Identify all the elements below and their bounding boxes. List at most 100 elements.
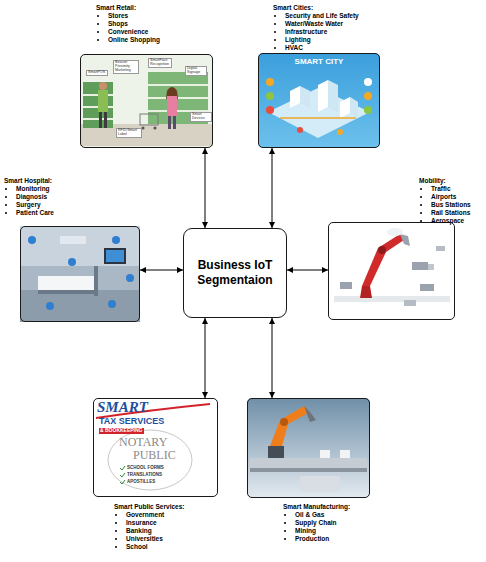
smart-city-illustration-part <box>300 86 310 108</box>
double-arrow <box>205 318 206 398</box>
segment-list: GovernmentInsuranceBankingUniversitiesSc… <box>114 511 184 551</box>
image-text: RFID/Smart Label <box>116 128 142 138</box>
hospital-illustration-part <box>112 236 120 244</box>
image-text: Digital Signage <box>185 66 207 76</box>
public-services-illustration-part <box>120 480 125 484</box>
hospital-illustration-part <box>20 290 140 322</box>
segment-item: Bus Stations <box>431 201 471 209</box>
image-text: APOSTILLES <box>127 480 155 485</box>
segment-caption: Smart Public Services:GovernmentInsuranc… <box>114 503 184 551</box>
mobility-illustration-part <box>420 284 434 291</box>
hub-box: Business IoT Segmentaion <box>183 228 287 318</box>
mobility-illustration <box>328 222 455 320</box>
manufacturing-illustration-part <box>250 468 367 472</box>
retail-illustration-part <box>140 114 158 125</box>
segment-item: Stores <box>108 12 160 20</box>
hospital-illustration-part <box>20 226 140 266</box>
hospital-illustration-part <box>104 248 126 264</box>
hub-title: Business IoT Segmentaion <box>197 258 272 288</box>
hospital-illustration-part <box>108 300 116 308</box>
segment-item: Government <box>126 511 184 519</box>
segment-item: Mining <box>295 527 350 535</box>
segment-item: Aerospace <box>431 217 471 225</box>
image-box: Smart Hospital:MonitoringDiagnosisSurger… <box>20 226 140 322</box>
segment-item: Infrastructure <box>285 28 359 36</box>
mobility-illustration-part <box>378 246 386 254</box>
retail-illustration-part <box>99 112 102 128</box>
segment-heading: Smart Public Services: <box>114 503 184 511</box>
segment-item: Oil & Gas <box>295 511 350 519</box>
double-arrow <box>272 318 273 398</box>
hospital-illustration-part <box>20 226 140 322</box>
segment-item: Supply Chain <box>295 519 350 527</box>
image-text: SMART CITY <box>258 58 380 67</box>
image-text: TAX SERVICES <box>99 417 164 427</box>
retail-illustration-part <box>99 82 107 90</box>
smart-city-illustration-part <box>290 86 300 108</box>
segment-item: Traffic <box>431 185 471 193</box>
segment-item: HVAC <box>285 44 359 52</box>
public-services-illustration <box>93 398 218 497</box>
retail-illustration-part <box>98 90 108 112</box>
segment-item: Monitoring <box>16 185 54 193</box>
mobility-illustration-part <box>428 264 434 270</box>
image-text: Beacon Proximity Marketing <box>113 60 139 74</box>
retail-illustration-part <box>173 116 176 129</box>
smart-city-illustration-part <box>350 97 358 118</box>
segment-item: School <box>126 543 184 551</box>
segment-list: MonitoringDiagnosisSurgeryPatient Care <box>4 185 54 217</box>
image-box: Smart Manufacturing:Oil & GasSupply Chai… <box>247 398 370 498</box>
smart-city-illustration-part <box>266 92 274 100</box>
segment-list: TrafficAirportsBus StationsRail Stations… <box>419 185 471 225</box>
mobility-illustration-part <box>387 228 403 236</box>
segment-caption: Smart Manufacturing:Oil & GasSupply Chai… <box>283 503 350 543</box>
manufacturing-illustration-part <box>268 446 284 458</box>
retail-illustration-part <box>167 96 177 116</box>
hospital-illustration-part <box>126 274 134 282</box>
mobility-illustration-part <box>334 296 450 302</box>
mobility-illustration-part <box>360 286 372 298</box>
segment-caption: Smart Hospital:MonitoringDiagnosisSurger… <box>4 177 54 217</box>
retail-illustration <box>80 54 213 148</box>
hospital-illustration-part <box>94 266 98 296</box>
public-services-illustration-part <box>108 430 192 490</box>
smart-city-illustration-part <box>266 106 274 114</box>
segment-heading: Smart Cities: <box>273 4 359 12</box>
hospital-illustration-part <box>38 290 94 294</box>
retail-illustration-part <box>83 118 113 120</box>
segment-item: Lighting <box>285 36 359 44</box>
smart-city-illustration-part <box>364 92 372 100</box>
segment-item: Rail Stations <box>431 209 471 217</box>
retail-illustration-part <box>80 54 213 148</box>
retail-illustration-part <box>83 82 113 128</box>
image-box: Mobility:TrafficAirportsBus StationsRail… <box>328 222 455 320</box>
segment-caption: Smart Cities:Security and Life SafetyWat… <box>273 4 359 52</box>
retail-illustration-part <box>148 84 208 86</box>
segment-item: Online Shopping <box>108 36 160 44</box>
image-text: & BOOKKEEPING <box>99 428 144 434</box>
segment-item: Patient Care <box>16 209 54 217</box>
segment-list: StoresShopsConvenienceOnline Shopping <box>96 12 160 44</box>
segment-item: Universities <box>126 535 184 543</box>
mobility-illustration-part <box>400 234 410 246</box>
retail-illustration-part <box>148 97 208 99</box>
segment-heading: Mobility: <box>419 177 471 185</box>
segment-heading: Smart Retail: <box>96 4 160 12</box>
manufacturing-illustration-part <box>247 398 370 498</box>
smart-city-illustration-part <box>266 78 274 86</box>
double-arrow <box>272 148 273 228</box>
segment-heading: Smart Manufacturing: <box>283 503 350 511</box>
manufacturing-illustration-part <box>320 450 330 458</box>
image-text: PUBLIC <box>133 449 176 462</box>
hospital-illustration-part <box>106 250 124 262</box>
hospital-illustration-part <box>38 276 94 290</box>
mobility-illustration-part <box>404 300 416 306</box>
manufacturing-illustration-part <box>340 450 350 458</box>
image-text: NOTARY <box>119 436 167 449</box>
public-services-illustration-part <box>120 466 125 470</box>
segment-item: Airports <box>431 193 471 201</box>
segment-item: Convenience <box>108 28 160 36</box>
retail-illustration-part <box>153 126 156 129</box>
